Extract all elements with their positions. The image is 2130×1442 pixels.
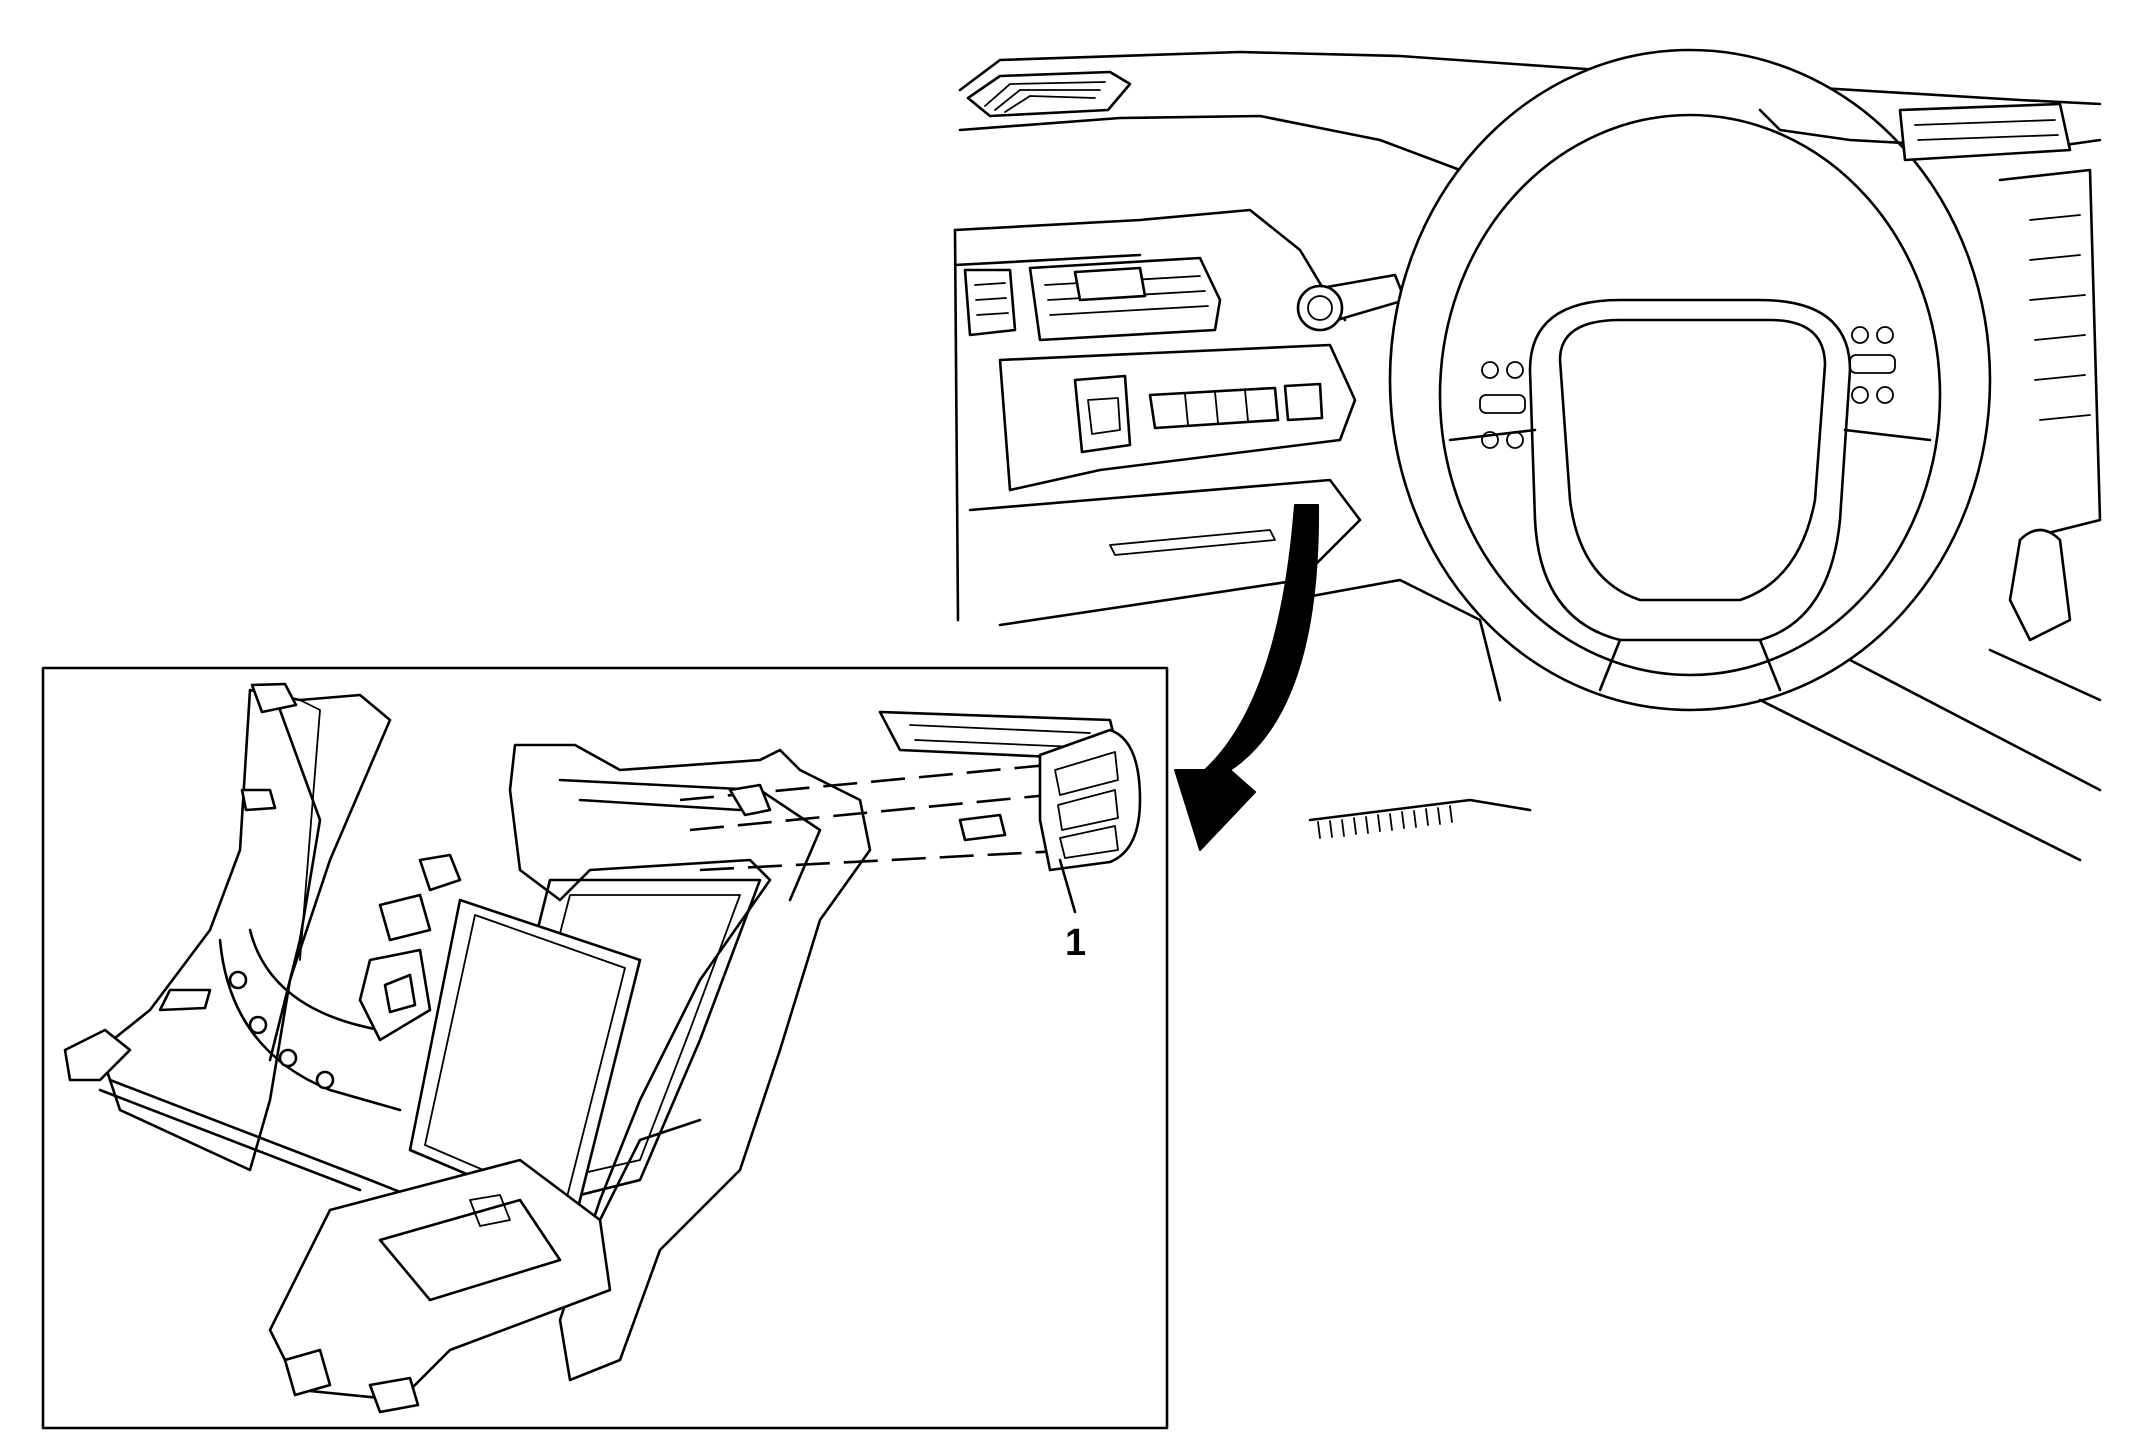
switch-module	[1038, 728, 1142, 872]
airbag-cover	[1558, 318, 1827, 602]
left-side-trim	[98, 688, 392, 1172]
gear-shifter	[2008, 528, 2072, 642]
fastener	[228, 970, 248, 990]
instrument-panel-lower-trim-detail: 1	[63, 682, 1142, 1414]
steering-wheel	[1388, 48, 1992, 712]
headlamp-switch	[1073, 374, 1132, 454]
steering-control-button	[1481, 361, 1499, 379]
center-air-vent	[1898, 102, 2072, 162]
switch-panel	[998, 343, 1357, 492]
retaining-clip	[250, 682, 298, 714]
switch-bank	[1148, 386, 1280, 430]
lower-console-bracket	[268, 1158, 612, 1402]
detail-inset-frame	[41, 666, 1169, 1430]
dashboard-overview	[953, 48, 2102, 862]
callout-leader-line	[1058, 858, 1077, 914]
left-air-vent	[963, 268, 1017, 337]
callout-label: 1	[1065, 922, 1086, 964]
upper-left-air-vent	[966, 70, 1132, 118]
curved-arrow-icon	[1174, 504, 1320, 851]
